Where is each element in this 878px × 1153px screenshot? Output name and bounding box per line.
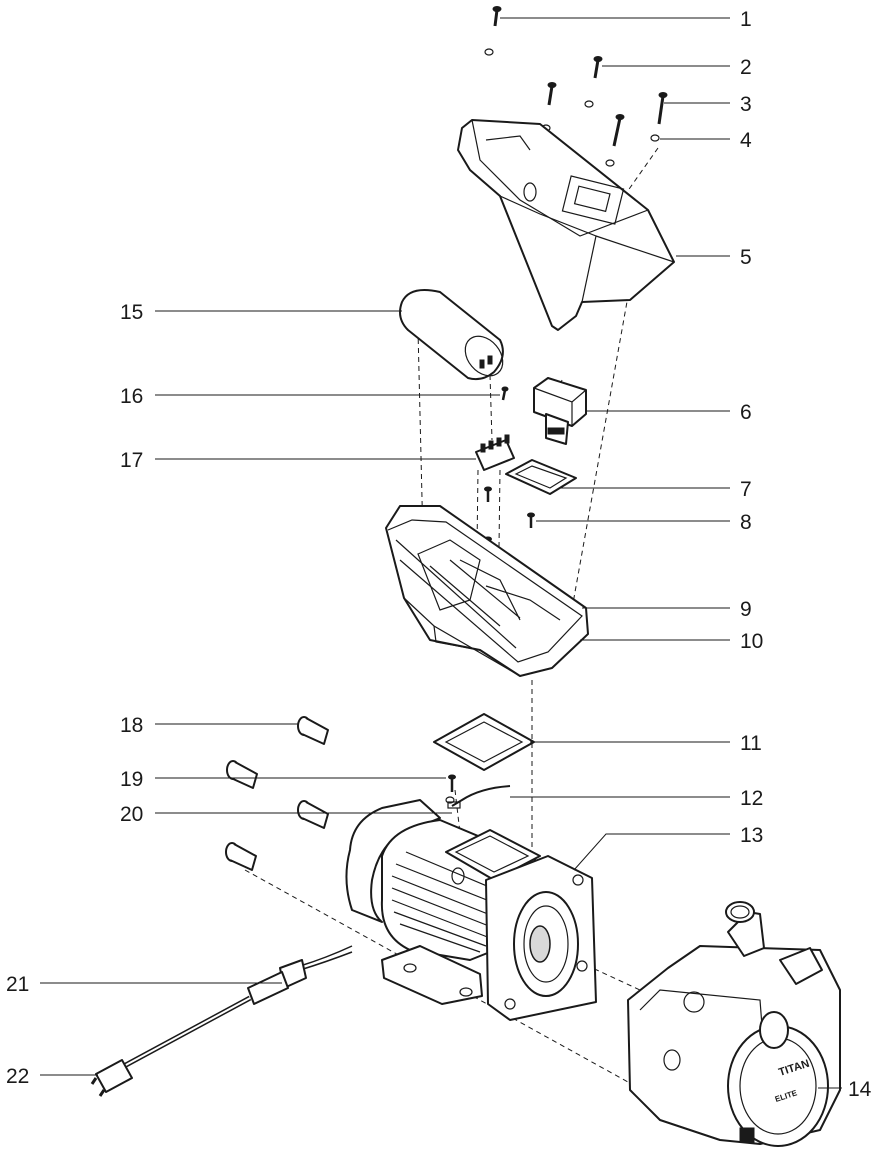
terminal-block-icon [475,434,515,471]
callout-2: 2 [740,56,752,79]
callout-6: 6 [740,401,752,424]
washer-icon [605,159,615,167]
screw-icon [492,6,502,27]
callout-8: 8 [740,511,752,534]
callout-17: 17 [120,449,143,472]
side-bolts [225,716,329,871]
plug-icon [95,1059,133,1093]
callout-15: 15 [120,301,143,324]
callout-19: 19 [120,768,143,791]
callout-13: 13 [740,824,763,847]
switch-gasket-icon [505,459,577,495]
screw-icon [527,512,535,528]
bolt-icon [226,760,258,789]
ground-screw-icon [445,774,456,804]
washer-icon [584,100,594,108]
bolt-icon [297,716,329,745]
bolt-icon [225,842,257,871]
callout-20: 20 [120,803,143,826]
top-screws [484,6,668,167]
callout-1: 1 [740,8,752,31]
callout-12: 12 [740,787,763,810]
motor-gasket-icon [433,713,535,771]
capacitor-icon [399,289,504,381]
callout-5: 5 [740,246,752,269]
motor-shaft-gear-icon [529,925,551,963]
washer-icon [484,48,494,56]
screw-icon [501,386,509,401]
callout-9: 9 [740,598,752,621]
callout-21: 21 [6,973,29,996]
screw-icon [657,92,668,125]
callout-18: 18 [120,714,143,737]
motor-icon [345,799,597,1021]
screw-icon [547,82,557,106]
power-cord-icon [90,945,353,1097]
rocker-switch-icon [533,377,587,445]
callout-14: 14 [848,1078,872,1101]
screw-icon [484,486,492,502]
pump-icon: TITAN ELITE [627,901,841,1147]
washer-icon [650,134,660,142]
callout-11: 11 [740,732,762,755]
callout-22: 22 [6,1065,29,1088]
callout-leaders [40,17,842,1089]
junction-box-icon [385,505,589,677]
callout-10: 10 [740,630,763,653]
callout-16: 16 [120,385,143,408]
callout-numbers: 1 2 3 4 5 6 7 8 9 10 11 12 13 14 15 16 1… [6,8,872,1101]
switch-cover-icon [457,119,675,331]
callout-7: 7 [740,478,752,501]
callout-4: 4 [740,129,752,152]
screw-icon [612,114,625,147]
bolt-icon [297,800,329,829]
screw-icon [593,56,603,79]
callout-3: 3 [740,93,752,116]
ground-wire-icon [447,785,511,809]
